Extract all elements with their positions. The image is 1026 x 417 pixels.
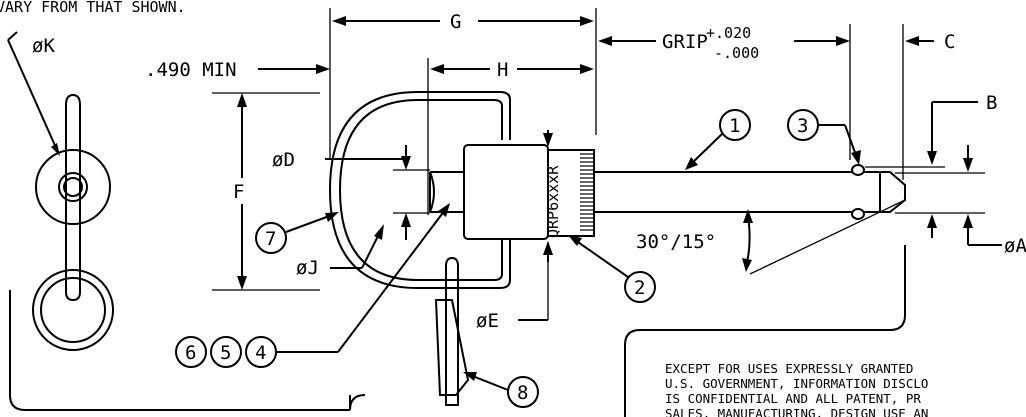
- angle-label: 30°/15°: [636, 231, 716, 253]
- dim-k-label: øK: [32, 35, 55, 57]
- balloon-4-label: 4: [255, 342, 266, 364]
- dim-f-label: F: [233, 181, 244, 203]
- balloon-6: [175, 336, 207, 368]
- dim-c-label: C: [944, 31, 955, 53]
- balloon-8-label: 8: [517, 382, 528, 404]
- balloon-1-label: 1: [729, 115, 740, 137]
- balloon-5: [210, 336, 242, 368]
- dim-grip-tol-lower: -.000: [714, 44, 759, 62]
- part-marking: QRP6xxxR: [544, 165, 562, 238]
- balloon-7-label: 7: [265, 228, 276, 250]
- end-view: [7, 31, 114, 351]
- header-note: VARY FROM THAT SHOWN.: [0, 0, 186, 16]
- notice-line-2: U.S. GOVERNMENT, INFORMATION DISCLO: [665, 376, 928, 391]
- dim-d-label: øD: [272, 149, 295, 171]
- balloon-3-label: 3: [797, 115, 808, 137]
- notice-line-3: IS CONFIDENTIAL AND ALL PATENT, PR: [665, 391, 921, 406]
- dim-grip-label: GRIP: [662, 31, 708, 53]
- notice-line-1: EXCEPT FOR USES EXPRESSLY GRANTED: [665, 361, 913, 376]
- dim-e-label: øE: [476, 310, 499, 332]
- balloon-1: [719, 109, 751, 141]
- dim-a-label: øA: [1004, 235, 1026, 257]
- notice-line-4: SALES, MANUFACTURING, DESIGN USE AN: [665, 406, 928, 417]
- knurl-ticks: [580, 153, 594, 231]
- dim-grip-tol-upper: +.020: [706, 24, 751, 42]
- dim-h-label: H: [497, 59, 508, 81]
- pin-side-view: QRP6xxxR: [212, 91, 906, 406]
- balloon-2-label: 2: [634, 277, 645, 299]
- dim-j-label: øJ: [296, 257, 319, 279]
- balloon-8: [507, 376, 539, 408]
- balloon-2: [624, 271, 656, 303]
- balloon-7: [255, 222, 287, 254]
- dim-g-label: G: [450, 11, 461, 33]
- balloon-5-label: 5: [220, 342, 231, 364]
- dim-b-label: B: [986, 92, 997, 114]
- dim-490-min-label: .490 MIN: [145, 59, 237, 81]
- balloon-6-label: 6: [185, 342, 196, 364]
